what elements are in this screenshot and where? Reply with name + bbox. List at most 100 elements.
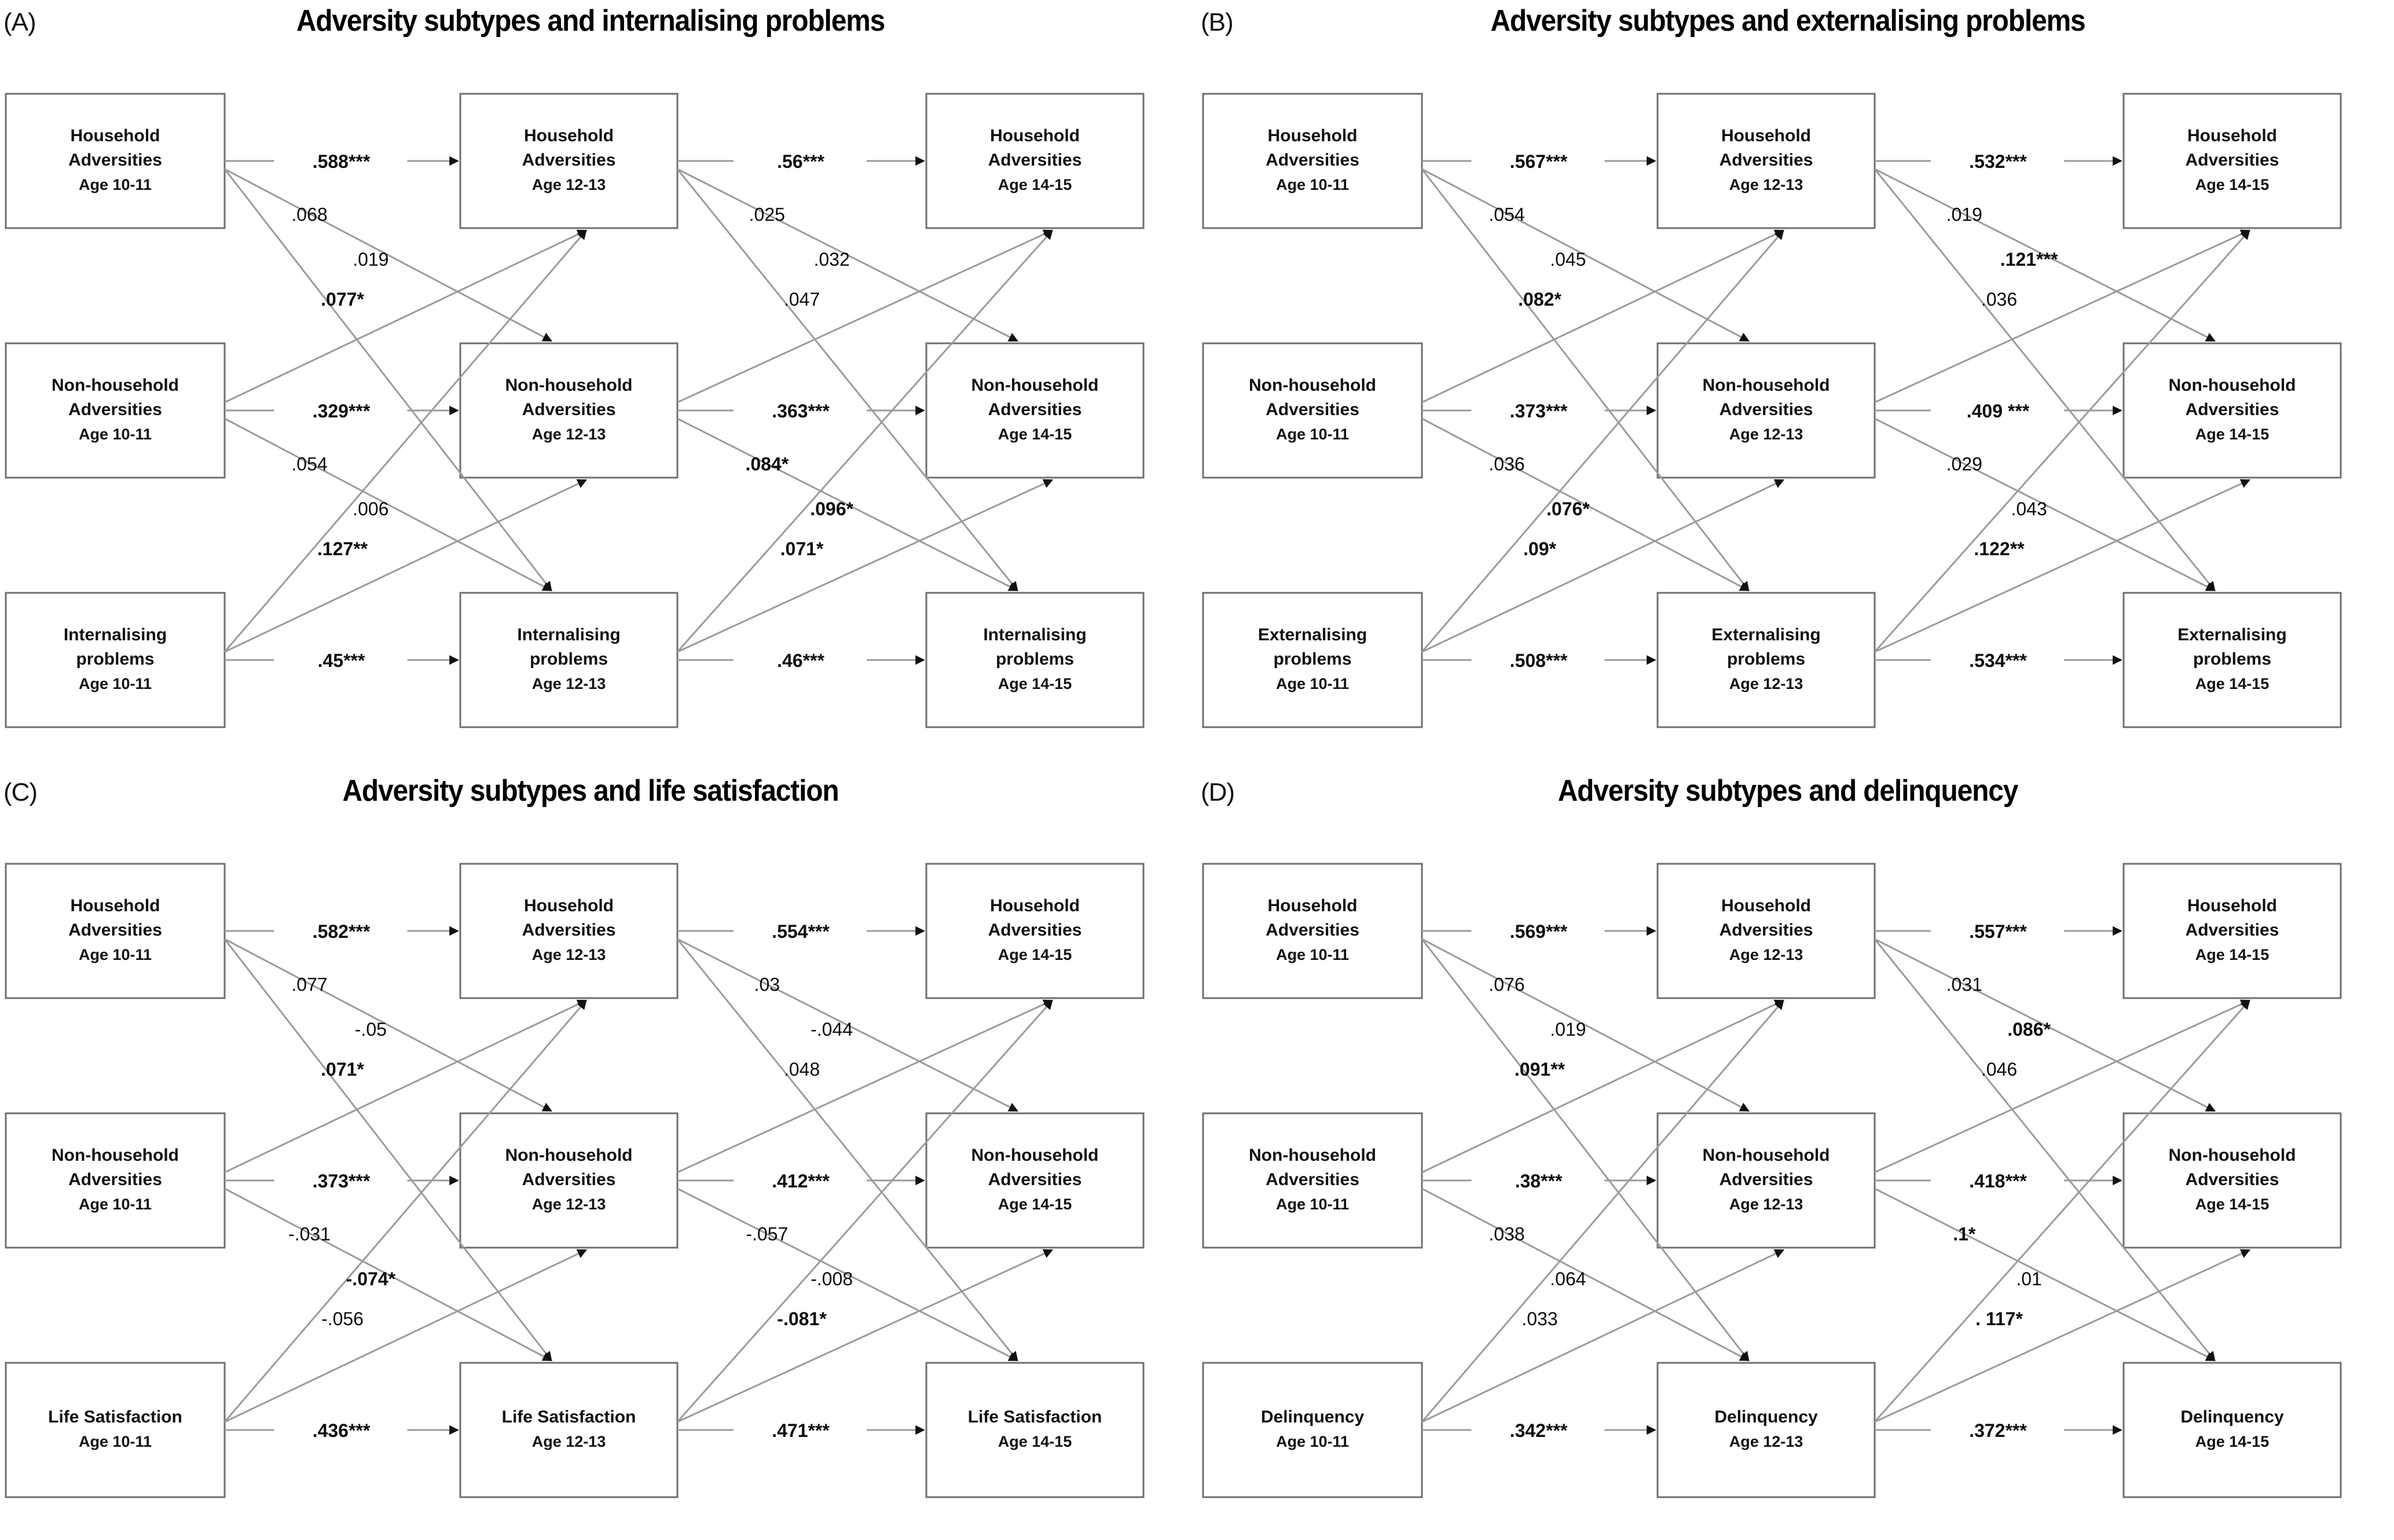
node-name-label: Non-household [52, 1146, 179, 1165]
path-arrow [1874, 999, 2250, 1174]
path-arrow [677, 1187, 1018, 1362]
path-arrow [1421, 1249, 1784, 1423]
path-coefficient-label: .054 [291, 453, 327, 474]
path-coefficient-label: .373*** [1510, 401, 1568, 421]
path-coefficient-label: .56*** [777, 151, 824, 172]
node-name-label: Internalising [983, 625, 1086, 644]
path-arrow [224, 1187, 552, 1362]
panel-c: (C) Adversity subtypes and life satisfac… [0, 770, 1197, 1540]
path-coefficient-label: .036 [1981, 289, 2017, 310]
panel-d-header: (D) Adversity subtypes and delinquency [1197, 770, 2394, 834]
path-arrow [1874, 938, 2216, 1362]
panel-a-label: (A) [3, 8, 36, 36]
path-arrow [224, 479, 587, 653]
node-name-label: Adversities [68, 400, 162, 419]
path-coefficient-label: .086* [2007, 1019, 2051, 1040]
node-name-label: Adversities [522, 400, 616, 419]
node-name-label: Adversities [1266, 1170, 1359, 1189]
panel-a: (A) Adversity subtypes and internalising… [0, 0, 1197, 770]
path-arrow [223, 168, 552, 592]
path-coefficient-label: .038 [1489, 1223, 1524, 1244]
node-wave-label: Age 14-15 [998, 1433, 1072, 1450]
node-name-label: problems [996, 650, 1074, 669]
path-arrow [1421, 417, 1750, 592]
path-coefficient-label: .372*** [1969, 1420, 2027, 1441]
path-arrow [224, 1249, 587, 1423]
node-wave-label: Age 10-11 [79, 1433, 152, 1450]
path-coefficient-label: .532*** [1969, 151, 2027, 172]
path-arrow [1874, 999, 2250, 1422]
node-wave-label: Age 14-15 [998, 426, 1072, 443]
node-name-label: Adversities [68, 1170, 162, 1189]
path-arrow [677, 999, 1053, 1174]
path-arrow [676, 168, 1018, 592]
path-coefficient-label: .076* [1546, 498, 1590, 519]
node-name-label: Adversities [68, 151, 162, 170]
path-coefficient-label: .554*** [772, 921, 830, 942]
path-coefficient-label: .329*** [313, 401, 371, 421]
path-coefficient-label: .029 [1946, 453, 1982, 474]
path-arrow [676, 938, 1018, 1362]
node-name-label: Non-household [1703, 376, 1830, 395]
path-coefficient-label: .077 [291, 974, 327, 995]
node-name-label: Household [71, 896, 160, 915]
panel-c-header: (C) Adversity subtypes and life satisfac… [0, 770, 1197, 834]
path-arrow [224, 417, 552, 592]
path-coefficient-label: .031 [1946, 974, 1982, 995]
node-wave-label: Age 12-13 [1729, 176, 1803, 193]
node-name-label: problems [76, 650, 154, 669]
node-wave-label: Age 10-11 [79, 426, 152, 443]
node-wave-label: Age 12-13 [532, 1433, 606, 1450]
path-coefficient-label: -.031 [288, 1223, 331, 1244]
node-name-label: Adversities [1266, 400, 1359, 419]
node-name-label: Adversities [988, 1170, 1082, 1189]
path-coefficient-label: .071* [321, 1059, 364, 1080]
panel-b-header: (B) Adversity subtypes and externalising… [1197, 0, 2394, 64]
path-coefficient-label: -.057 [746, 1223, 788, 1244]
node-name-label: Non-household [1249, 376, 1376, 395]
node-name-label: Adversities [1720, 400, 1813, 419]
node-name-label: Household [990, 896, 1080, 915]
path-arrow [1421, 938, 1750, 1362]
path-coefficient-label: .019 [1946, 204, 1982, 225]
path-coefficient-label: .054 [1489, 204, 1524, 225]
panel-d-title: Adversity subtypes and delinquency [1557, 774, 2019, 808]
node-name-label: Internalising [517, 625, 620, 644]
node-wave-label: Age 12-13 [532, 176, 606, 193]
node-name-label: Non-household [2169, 376, 2296, 395]
path-coefficient-label: .036 [1489, 453, 1524, 474]
node-name-label: Household [1268, 896, 1358, 915]
path-arrow [677, 168, 1018, 342]
panel-b: (B) Adversity subtypes and externalising… [1197, 0, 2394, 770]
path-coefficient-label: .46*** [777, 650, 824, 671]
node-wave-label: Age 14-15 [2195, 176, 2270, 193]
node-wave-label: Age 14-15 [2195, 426, 2270, 443]
path-arrow [1421, 229, 1784, 404]
path-arrow [1421, 229, 1784, 652]
node-wave-label: Age 12-13 [1729, 426, 1803, 443]
path-coefficient-label: . 117* [1975, 1308, 2023, 1329]
node-name-label: Adversities [522, 1170, 616, 1189]
node-name-label: Household [524, 896, 614, 915]
path-coefficient-label: .38*** [1515, 1171, 1563, 1191]
path-coefficient-label: .048 [784, 1059, 820, 1080]
node-name-label: Household [2187, 126, 2277, 145]
node-name-label: Household [1721, 126, 1811, 145]
path-coefficient-label: .471*** [772, 1420, 830, 1441]
node-name-label: Adversities [1720, 151, 1813, 170]
path-coefficient-label: .006 [353, 498, 388, 519]
path-arrow [677, 229, 1053, 404]
